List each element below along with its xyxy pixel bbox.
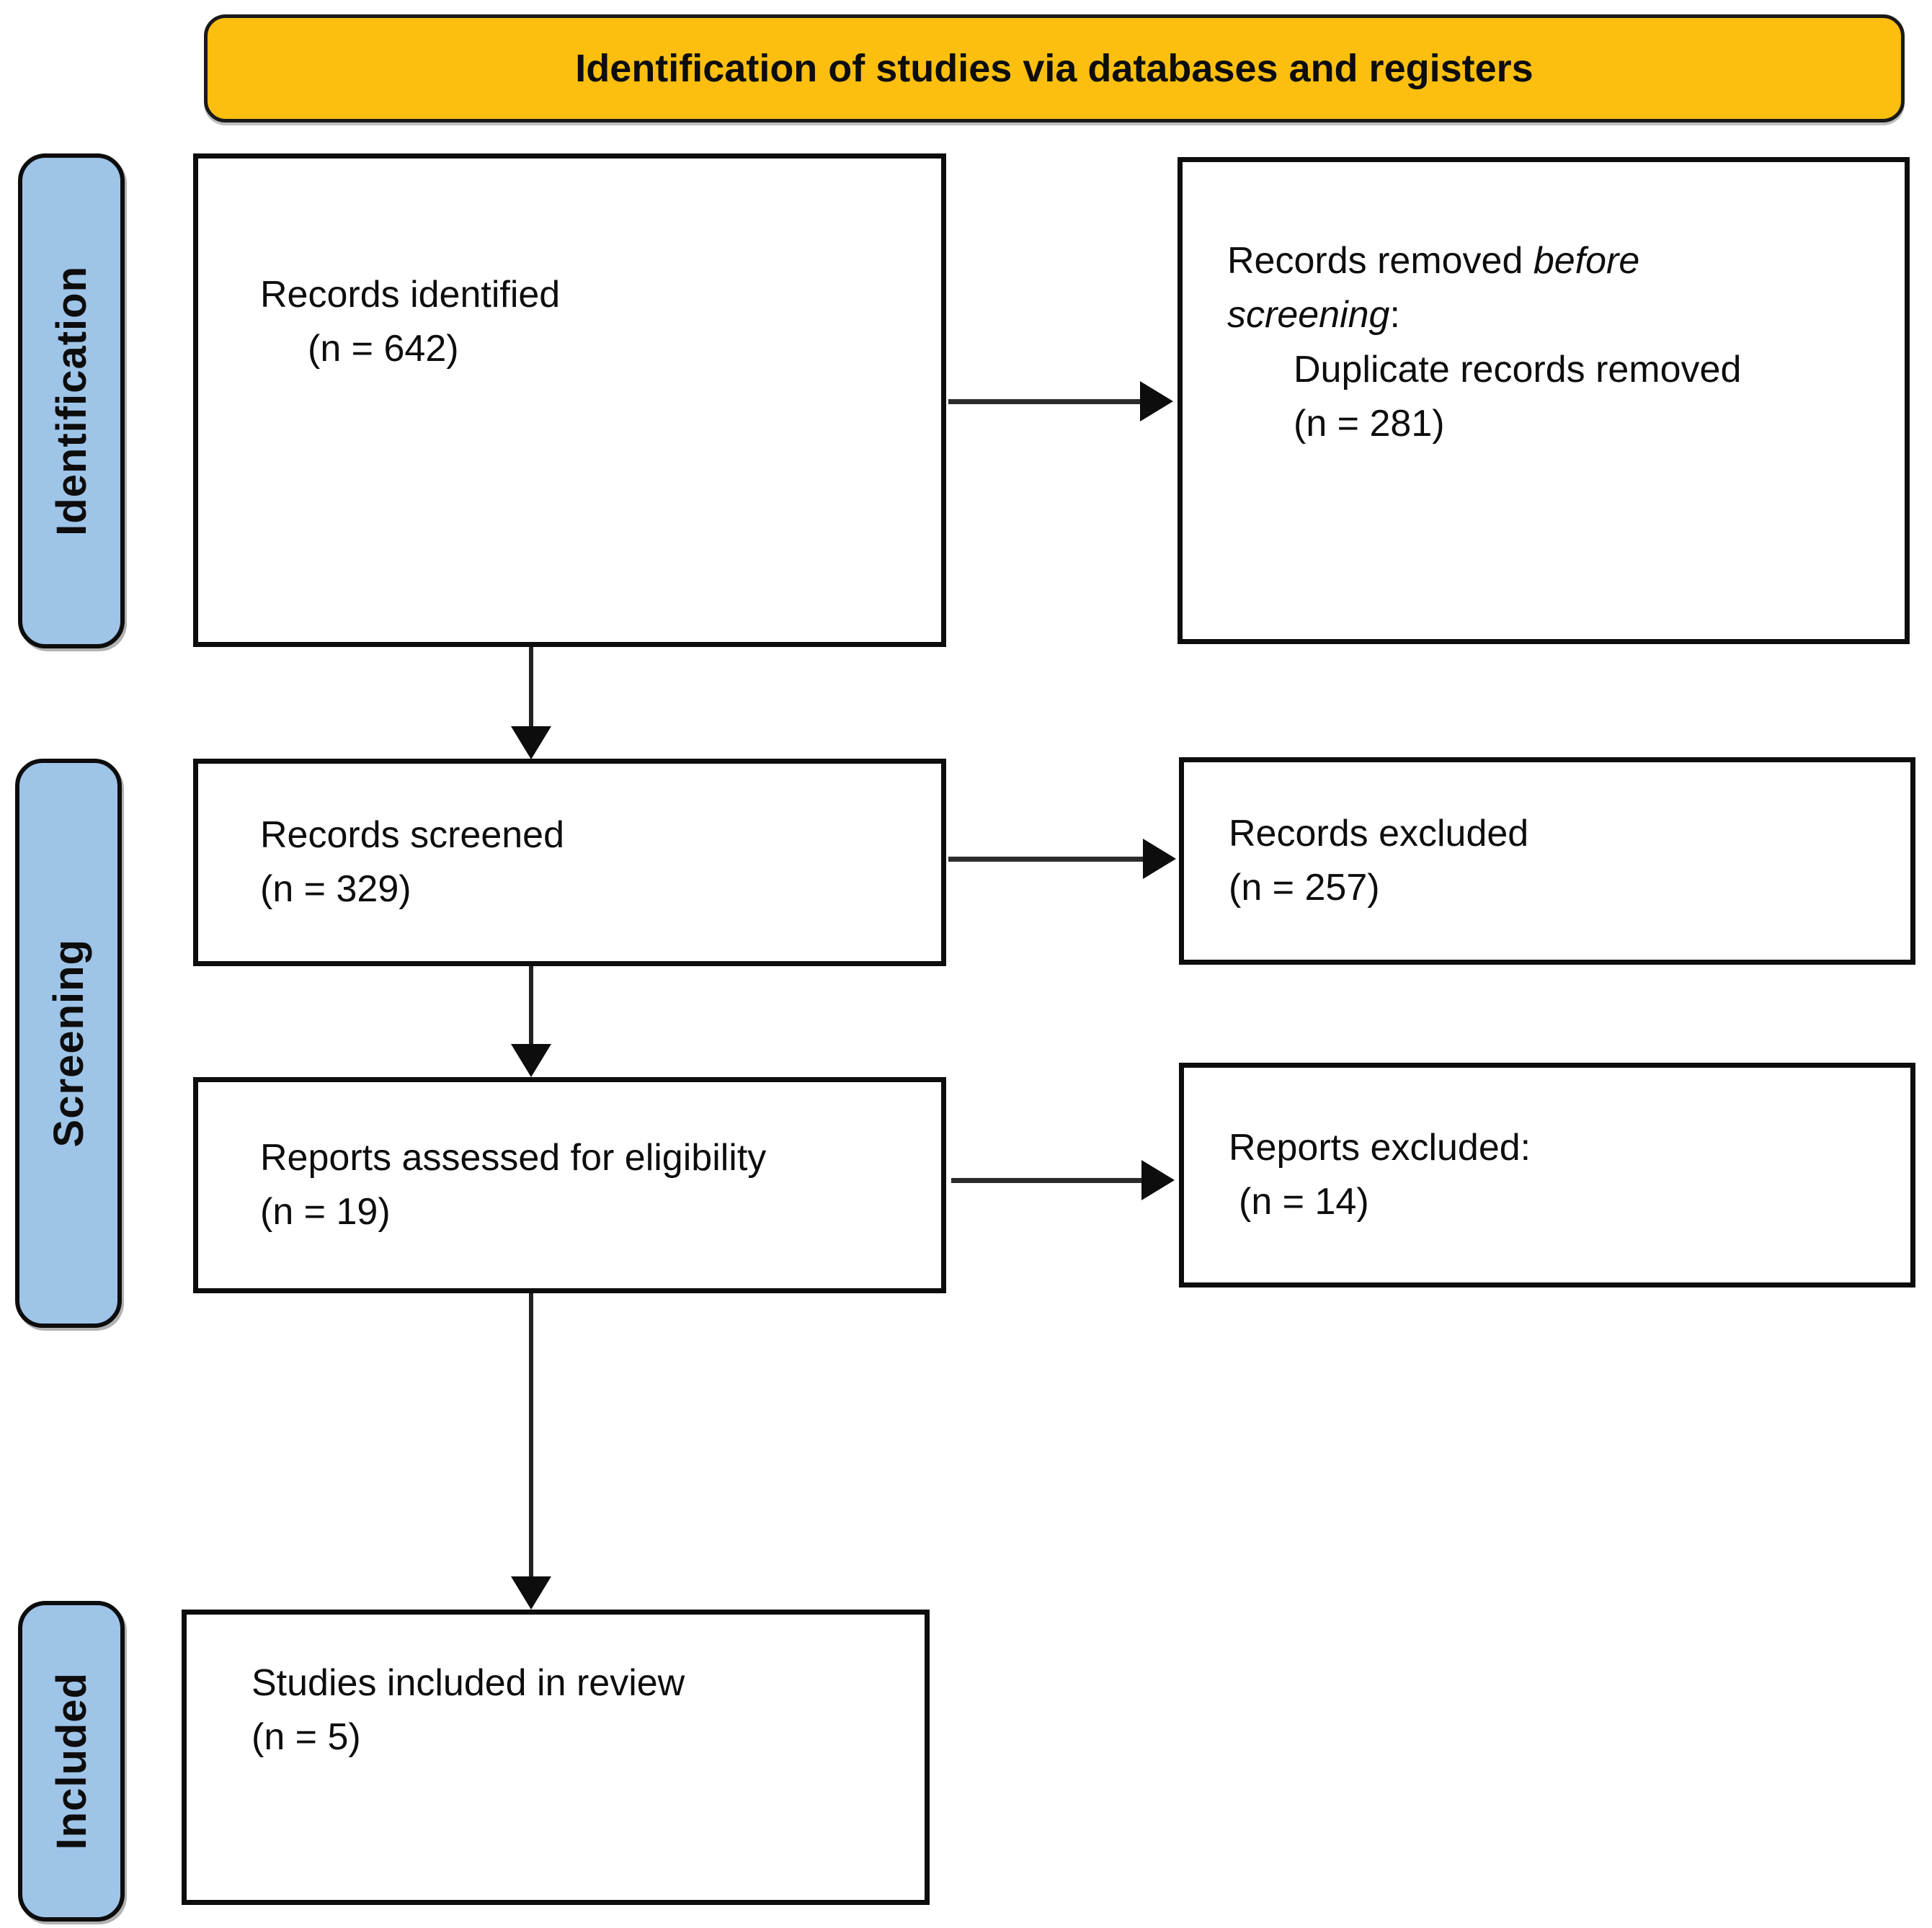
records-identified-count: (n = 642) [308, 328, 459, 370]
box-records-screened: Records screened (n = 329) [193, 759, 946, 966]
arrow-assessed-to-excluded-icon [951, 1160, 1175, 1200]
duplicate-records-count: (n = 281) [1294, 403, 1445, 445]
arrow-right-head-icon [1141, 1160, 1175, 1200]
arrow-screened-to-assessed-icon [511, 966, 551, 1077]
reports-assessed-count: (n = 19) [260, 1191, 391, 1233]
arrow-shaft [529, 966, 533, 1044]
records-removed-label-italic: before screening [1227, 240, 1640, 336]
stage-label-identification: Identification [18, 153, 125, 648]
box-records-identified: Records identified (n = 642) [193, 153, 946, 647]
records-screened-count: (n = 329) [260, 868, 411, 910]
arrow-shaft [529, 1293, 533, 1576]
records-removed-label-prefix: Records removed [1227, 240, 1533, 282]
reports-excluded-count: (n = 14) [1239, 1181, 1369, 1223]
records-removed-label-suffix: : [1389, 294, 1400, 336]
arrow-down-head-icon [511, 1576, 551, 1610]
stage-label-included-text: Included [48, 1672, 95, 1850]
stage-label-included: Included [18, 1601, 125, 1922]
records-identified-label: Records identified [260, 274, 561, 316]
records-screened-label: Records screened [260, 813, 564, 856]
stage-label-identification-text: Identification [48, 266, 95, 536]
stage-label-screening-text: Screening [45, 939, 92, 1148]
stage-label-screening: Screening [15, 759, 122, 1328]
reports-excluded-label: Reports excluded: [1229, 1126, 1531, 1169]
studies-included-label: Studies included in review [251, 1662, 685, 1704]
arrow-shaft [529, 647, 533, 726]
duplicate-records-label: Duplicate records removed [1294, 348, 1742, 390]
duplicate-records-block: Duplicate records removed (n = 281) [1294, 343, 1883, 452]
arrow-assessed-to-included-icon [511, 1293, 551, 1610]
arrow-down-head-icon [511, 1044, 551, 1077]
arrow-screened-to-excluded-icon [948, 839, 1176, 879]
title-banner: Identification of studies via databases … [204, 14, 1905, 122]
records-excluded-label: Records excluded [1229, 812, 1529, 854]
studies-included-count: (n = 5) [251, 1716, 361, 1759]
box-reports-assessed: Reports assessed for eligibility (n = 19… [193, 1077, 946, 1293]
arrow-shaft [948, 856, 1143, 862]
arrow-shaft [951, 1177, 1141, 1183]
records-excluded-count: (n = 257) [1229, 867, 1380, 909]
arrow-shaft [948, 398, 1140, 404]
arrow-right-head-icon [1140, 381, 1173, 421]
diagram-title: Identification of studies via databases … [575, 47, 1533, 90]
arrow-down-head-icon [511, 726, 551, 759]
box-records-excluded: Records excluded (n = 257) [1179, 757, 1915, 965]
arrow-identified-to-screened-icon [511, 647, 551, 759]
reports-assessed-label: Reports assessed for eligibility [260, 1136, 767, 1179]
box-records-removed-before-screening: Records removed before screening: Duplic… [1178, 157, 1910, 644]
arrow-right-head-icon [1143, 839, 1176, 879]
arrow-identified-to-removed-icon [948, 381, 1173, 421]
box-studies-included: Studies included in review (n = 5) [182, 1610, 930, 1905]
records-removed-label: Records removed before screening: [1227, 234, 1739, 343]
box-reports-excluded: Reports excluded: (n = 14) [1179, 1063, 1915, 1287]
